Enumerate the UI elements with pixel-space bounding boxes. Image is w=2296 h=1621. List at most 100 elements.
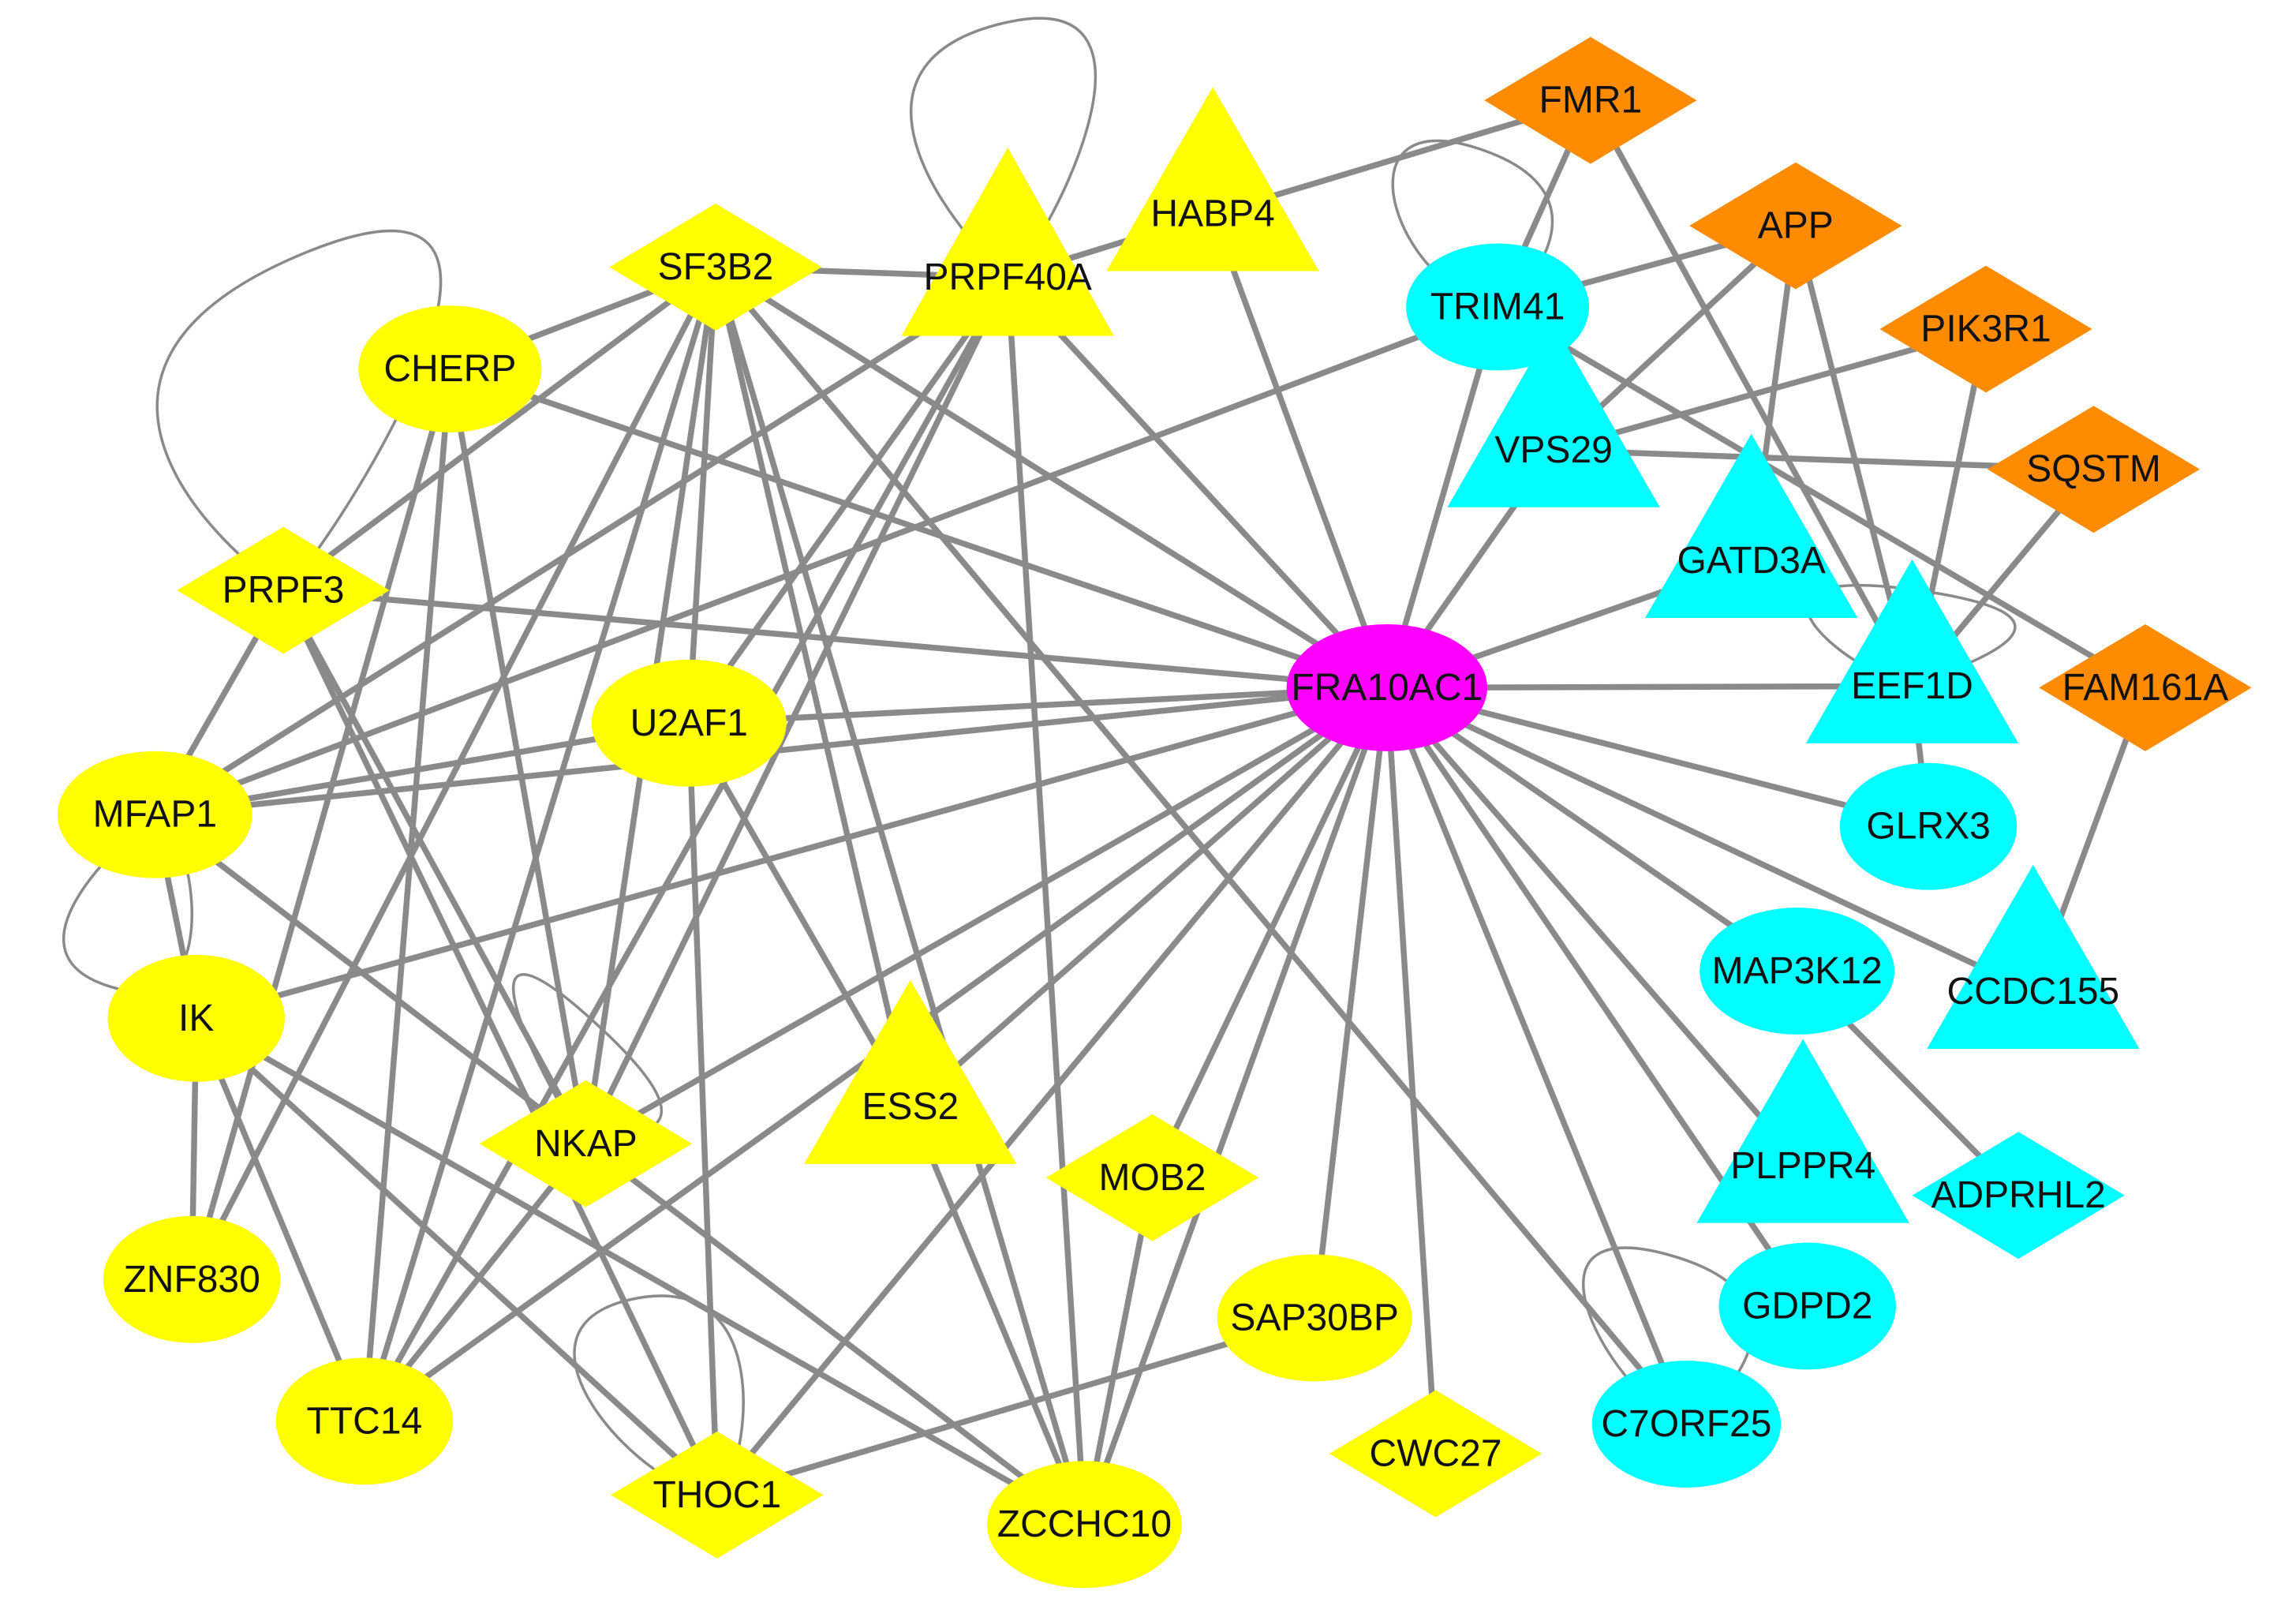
node-diamond-shape [609,204,822,331]
node-label: C7ORF25 [1601,1403,1771,1445]
node-label: TRIM41 [1430,286,1565,328]
node-pik3r1[interactable]: PIK3R1 [1879,265,2092,393]
edge-eef1d-fmr1 [1587,97,1916,690]
node-ellipse-shape [1591,1361,1782,1488]
edge-sf3b2-ess2 [712,264,914,1110]
node-fra10ac1[interactable]: FRA10AC1 [1286,624,1487,751]
node-label: PRPF3 [222,570,345,612]
node-label: ESS2 [862,1086,959,1128]
node-prpf40a[interactable]: PRPF40A [901,148,1114,336]
node-label: MFAP1 [93,794,217,836]
node-ess2[interactable]: ESS2 [804,979,1017,1164]
node-znf830[interactable]: ZNF830 [103,1215,281,1343]
edge-fra10ac1-prpf3 [280,587,1390,691]
node-label: IK [178,998,214,1039]
node-ellipse-shape [358,305,542,432]
edge-cherp-nkap [447,365,589,1147]
node-triangle-shape [1696,1039,1909,1223]
node-label: U2AF1 [630,702,748,744]
node-sf3b2[interactable]: SF3B2 [609,204,822,331]
node-glrx3[interactable]: GLRX3 [1839,762,2017,890]
self-loop-prpf3 [155,229,443,592]
node-u2af1[interactable]: U2AF1 [591,659,787,787]
edge-prpf40a-u2af1 [686,274,1011,727]
node-label: SAP30BP [1230,1297,1398,1338]
node-fam161a[interactable]: FAM161A [2039,624,2252,751]
edge-ess2-zcchc10 [907,1103,1088,1528]
edge-fra10ac1-u2af1 [686,684,1390,727]
edge-fra10ac1-trim41 [1384,304,1501,691]
node-label: GDPD2 [1742,1285,1872,1327]
node-ellipse-shape [57,751,252,878]
edge-fra10ac1-ess2 [907,684,1390,1110]
node-label: MAP3K12 [1712,950,1883,992]
node-ellipse-shape [1718,1242,1896,1370]
node-label: CWC27 [1369,1432,1501,1474]
node-app[interactable]: APP [1689,162,1902,290]
node-mob2[interactable]: MOB2 [1045,1114,1259,1241]
node-label: THOC1 [653,1474,781,1516]
edge-fra10ac1-map3k12 [1384,684,1801,975]
node-ccdc155[interactable]: CCDC155 [1927,864,2140,1050]
node-adprhl2[interactable]: ADPRHL2 [1912,1132,2125,1260]
node-label: ZCCHC10 [997,1503,1172,1545]
node-label: PRPF40A [923,256,1091,298]
node-gdpd2[interactable]: GDPD2 [1718,1242,1896,1370]
node-trim41[interactable]: TRIM41 [1406,243,1589,371]
node-diamond-shape [1045,1114,1259,1241]
node-label: GATD3A [1677,540,1825,582]
node-label: SF3B2 [658,246,774,288]
node-vps29[interactable]: VPS29 [1447,323,1660,507]
edge-layer [151,97,2148,1528]
node-label: HABP4 [1150,193,1274,235]
node-nkap[interactable]: NKAP [479,1080,693,1207]
edge-fra10ac1-cwc27 [1384,684,1439,1457]
node-ellipse-shape [987,1461,1182,1589]
node-prpf3[interactable]: PRPF3 [177,526,390,654]
node-eef1d[interactable]: EEF1D [1805,559,2019,743]
edge-ik-zcchc10 [193,1015,1088,1528]
node-ellipse-shape [591,659,787,787]
edge-cherp-ttc14 [361,365,454,1424]
node-diamond-shape [2039,624,2252,751]
edge-sap30bp-thoc1 [714,1315,1318,1499]
node-label: ADPRHL2 [1931,1174,2105,1216]
edge-prpf40a-mfap1 [151,274,1011,818]
edge-fra10ac1-sap30bp [1311,684,1390,1321]
node-mfap1[interactable]: MFAP1 [57,751,252,878]
node-map3k12[interactable]: MAP3K12 [1700,908,1895,1035]
node-cwc27[interactable]: CWC27 [1329,1390,1543,1518]
edge-cherp-znf830 [189,365,454,1283]
edge-mfap1-trim41 [151,304,1501,818]
edge-fra10ac1-thoc1 [714,684,1390,1499]
node-ik[interactable]: IK [107,954,285,1082]
node-triangle-shape [1805,559,2019,743]
node-sqstm[interactable]: SQSTM [1987,406,2201,533]
node-fmr1[interactable]: FMR1 [1484,36,1697,164]
node-cherp[interactable]: CHERP [358,305,542,432]
node-diamond-shape [1689,162,1902,290]
edge-trim41-fam161a [1494,304,2148,691]
node-gatd3a[interactable]: GATD3A [1645,433,1858,618]
node-plppr4[interactable]: PLPPR4 [1696,1039,1909,1223]
node-diamond-shape [611,1431,824,1559]
edge-fra10ac1-ccdc155 [1384,684,2036,995]
node-triangle-shape [804,979,1017,1164]
edge-fra10ac1-mob2 [1149,684,1390,1181]
node-ttc14[interactable]: TTC14 [275,1357,454,1485]
edge-u2af1-ess2 [686,720,914,1110]
edge-prpf40a-ttc14 [361,274,1011,1424]
self-loop-thoc1 [573,1294,745,1497]
node-sap30bp[interactable]: SAP30BP [1217,1254,1412,1382]
node-habp4[interactable]: HABP4 [1106,87,1319,271]
node-label: SQSTM [2026,448,2161,490]
node-label: EEF1D [1851,665,1973,707]
edge-fra10ac1-plppr4 [1384,684,1806,1170]
node-thoc1[interactable]: THOC1 [611,1431,824,1559]
node-label: VPS29 [1494,429,1612,471]
node-triangle-shape [1645,433,1858,618]
node-zcchc10[interactable]: ZCCHC10 [987,1461,1182,1589]
edge-prpf40a-nkap [582,274,1011,1147]
node-c7orf25[interactable]: C7ORF25 [1591,1361,1782,1488]
